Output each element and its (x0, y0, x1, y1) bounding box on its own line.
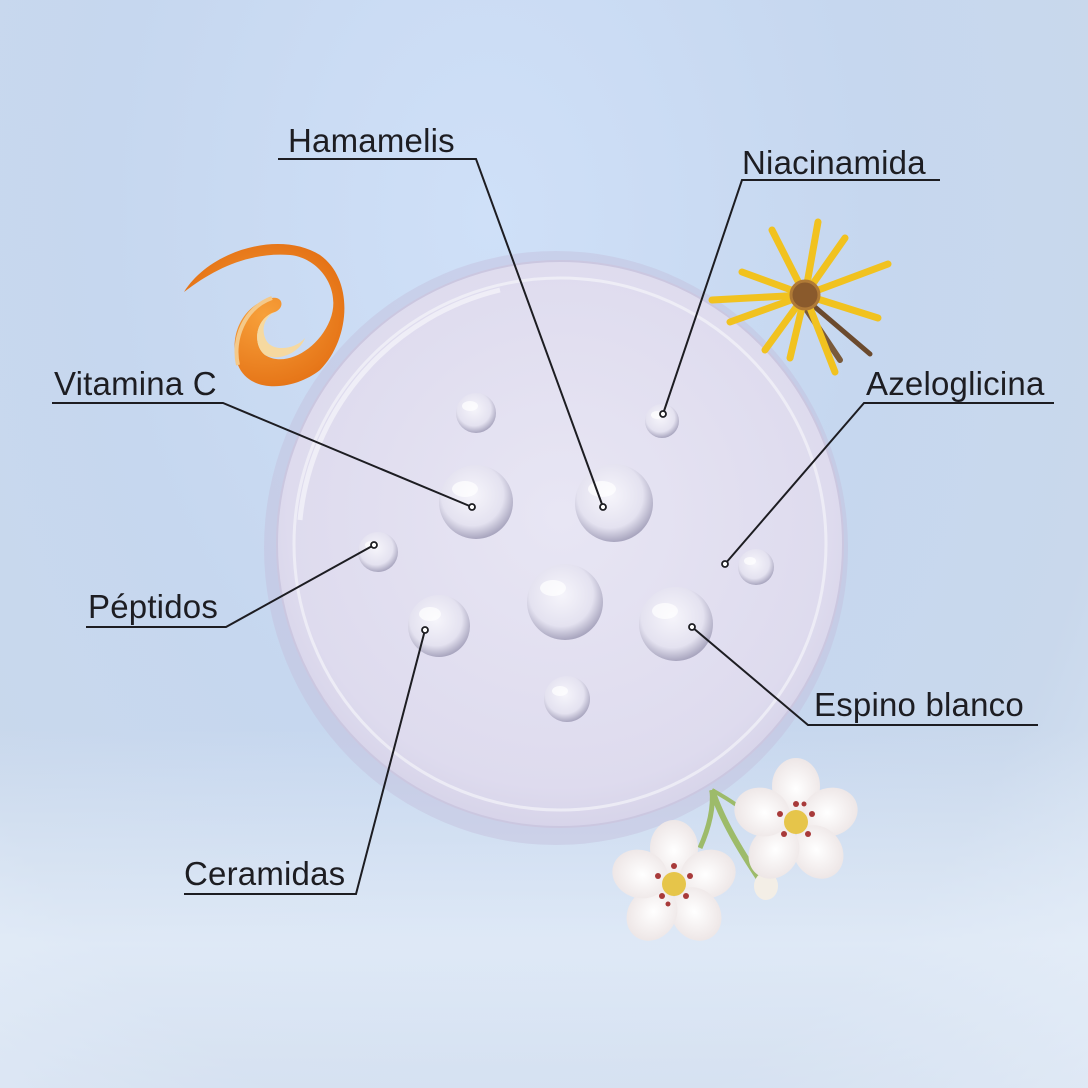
ceramidas-dot (421, 626, 429, 634)
callout-lines (52, 158, 1054, 895)
serum-droplets (358, 393, 774, 722)
hawthorn-blossom-icon (612, 758, 858, 941)
niacinamida-dot (659, 410, 667, 418)
serum-droplet (527, 564, 603, 640)
serum-droplet (408, 595, 470, 657)
serum-droplet (358, 532, 398, 572)
label-espino-blanco: Espino blanco (814, 686, 1024, 723)
orange-peel-icon (184, 244, 345, 387)
serum-droplet (544, 676, 590, 722)
serum-droplet (639, 587, 713, 661)
peptidos-leader (86, 544, 375, 628)
hamamelis-leader (278, 158, 604, 508)
label-vitamina-c: Vitamina C (54, 365, 217, 402)
espino-blanco-leader (691, 626, 1038, 726)
serum-droplet (575, 464, 653, 542)
serum-droplet (738, 549, 774, 585)
vitamina-c-dot (468, 503, 476, 511)
witch-hazel-flower-icon (708, 218, 892, 376)
serum-droplet (456, 393, 496, 433)
vitamina-c-leader (52, 402, 473, 508)
niacinamida-leader (662, 179, 940, 415)
azeloglicina-leader (724, 402, 1054, 565)
azeloglicina-dot (721, 560, 729, 568)
label-peptidos: Péptidos (88, 588, 219, 625)
ceramidas-leader (184, 629, 426, 895)
espino-blanco-dot (688, 623, 696, 631)
label-hamamelis: Hamamelis (288, 122, 455, 159)
hamamelis-dot (599, 503, 607, 511)
peptidos-dot (370, 541, 378, 549)
serum-droplet (645, 404, 679, 438)
label-ceramidas: Ceramidas (184, 855, 346, 892)
label-azeloglicina: Azeloglicina (866, 365, 1045, 402)
serum-droplet (439, 465, 513, 539)
callout-dots (370, 410, 729, 634)
label-niacinamida: Niacinamida (742, 144, 926, 181)
petri-dish (264, 251, 848, 845)
